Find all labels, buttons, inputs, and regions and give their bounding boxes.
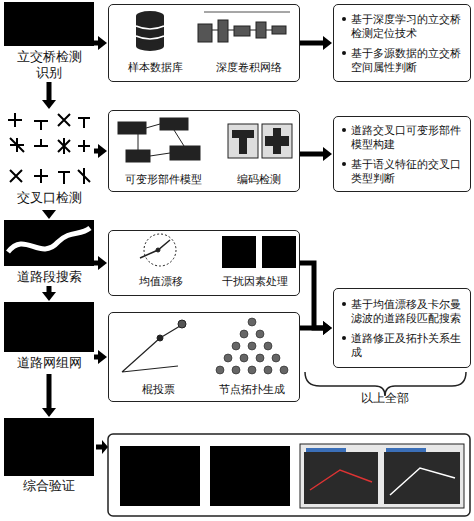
step-label: 道路网组网 [14, 355, 84, 371]
bullet-item: 道路修正及拓扑关系生成 [340, 331, 464, 359]
result-image [210, 446, 290, 506]
image-node: 道路网组网 [4, 302, 94, 374]
verify-image [4, 418, 94, 476]
bullet-item: 基于均值漂移及卡尔曼滤波的道路段匹配搜索 [340, 297, 464, 325]
screenshot-line [310, 470, 372, 490]
bullet-item: 道路交叉口可变形部件模型构建 [340, 123, 464, 151]
bullet-dot [342, 17, 346, 21]
image-node: 交叉口检测 [4, 110, 94, 210]
bullet-dot [342, 162, 346, 166]
result-box: 基于深度学习的立交桥检测定位技术基于多源数据的立交桥空间属性判断 [333, 4, 471, 82]
flow-arrow [94, 149, 99, 154]
method-label: 编码检测 [221, 173, 297, 187]
screenshot-line [390, 468, 455, 495]
method-box: 样本数据库深度卷积网络 [108, 4, 300, 82]
image-node: 综合验证 [4, 418, 94, 500]
bullet-dot [342, 302, 346, 306]
result-image [120, 446, 200, 506]
dpm-icon [118, 118, 200, 162]
note-label: 以上全部 [335, 390, 435, 406]
screenshot [300, 444, 464, 508]
screenshot-bar [306, 448, 346, 452]
arrow-head [102, 440, 108, 454]
flow-arrow [47, 374, 52, 409]
database-icon [136, 11, 164, 51]
cnn-icon [198, 12, 290, 42]
bullet-item: 基于深度学习的立交桥检测定位技术 [340, 12, 464, 40]
topology-icon [216, 318, 288, 374]
flow-arrow [47, 210, 52, 211]
image-node: 道路段搜索 [4, 220, 94, 286]
meanshift-icon [140, 234, 176, 266]
bullet-dot [342, 51, 346, 55]
bullet-dot [342, 128, 346, 132]
bullet-dot [342, 336, 346, 340]
flow-arrow [94, 41, 99, 46]
method-box: 棍投票节点拓扑生成 [108, 312, 300, 402]
noise-image [262, 236, 296, 268]
step-label-wrap: 综合验证 [4, 478, 94, 494]
step-label-wrap: 立交桥检测识别 [4, 49, 94, 81]
bullet-item: 基于多源数据的立交桥空间属性判断 [340, 46, 464, 74]
step-label-wrap: 交叉口检测 [4, 190, 94, 206]
bullet-text: 道路修正及拓扑关系生成 [351, 332, 461, 358]
flow-arrow [300, 41, 324, 46]
bullet-text: 基于深度学习的立交桥检测定位技术 [351, 13, 461, 39]
flow-arrow [300, 152, 324, 157]
image-node: 立交桥检测识别 [4, 2, 94, 82]
method-label: 均值漂移 [113, 275, 209, 289]
step-label-wrap: 道路网组网 [4, 355, 94, 371]
method-label: 样本数据库 [115, 61, 195, 75]
step-label: 综合验证 [14, 478, 84, 494]
screenshot-pane [384, 452, 460, 504]
flow-arrow [47, 82, 52, 101]
method-label: 节点拓扑生成 [207, 383, 297, 397]
result-box: 基于均值漂移及卡尔曼滤波的道路段匹配搜索道路修正及拓扑关系生成 [333, 288, 471, 368]
flow-arrow [94, 355, 99, 360]
network-image [4, 302, 94, 352]
step-label: 交叉口检测 [14, 190, 84, 206]
result-box: 道路交叉口可变形部件模型构建基于语义特征的交叉口类型判断 [333, 116, 471, 192]
bullet-text: 道路交叉口可变形部件模型构建 [351, 124, 461, 150]
bullet-text: 基于均值漂移及卡尔曼滤波的道路段匹配搜索 [351, 298, 461, 324]
step-label-wrap: 道路段搜索 [4, 269, 94, 285]
flow-arrow [94, 261, 99, 266]
bullet-item: 基于语义特征的交叉口类型判断 [340, 157, 464, 185]
flow-arrow [300, 326, 324, 331]
method-box: 可变形部件模型编码检测 [108, 110, 300, 192]
road-image [4, 220, 94, 266]
voting-icon [122, 320, 186, 372]
bullet-text: 基于语义特征的交叉口类型判断 [351, 158, 461, 184]
screenshot-pane [304, 452, 378, 504]
coding-icons [228, 124, 292, 158]
flow-arrow [300, 263, 324, 328]
method-label: 棍投票 [113, 383, 203, 397]
bullet-text: 基于多源数据的立交桥空间属性判断 [351, 47, 461, 73]
step-label: 立交桥检测识别 [14, 49, 84, 81]
step-label: 道路段搜索 [14, 269, 84, 285]
junction-icons [8, 113, 90, 184]
flow-arrow [47, 286, 52, 293]
method-label: 可变形部件模型 [113, 173, 213, 187]
method-label: 干扰因素处理 [213, 275, 297, 289]
overpass-image [4, 2, 94, 46]
road-curve [8, 228, 90, 252]
method-label: 深度卷积网络 [201, 61, 297, 75]
verify-box [108, 434, 470, 516]
screenshot-bar [386, 448, 426, 452]
noise-image [222, 236, 256, 268]
method-box: 均值漂移干扰因素处理 [108, 230, 300, 296]
